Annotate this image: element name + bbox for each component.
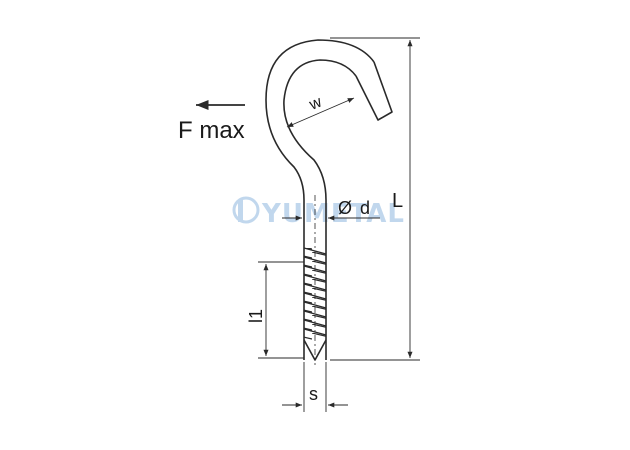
diameter-label: d: [360, 198, 370, 218]
diameter-symbol: Ø: [338, 198, 352, 218]
thread-size-dimension: [282, 362, 348, 412]
force-label: F max: [178, 117, 245, 144]
thread-length-dimension: [258, 261, 304, 359]
watermark-text: YUMETAL: [261, 199, 405, 229]
thread-length-label: l1: [246, 309, 266, 323]
opening-dimension: [286, 97, 355, 128]
thread-size-label: s: [309, 384, 318, 404]
hook-tip: [355, 61, 393, 121]
length-label: L: [392, 190, 403, 212]
length-dimension: [330, 37, 420, 361]
hook-outline-inner: [283, 59, 357, 360]
hook-outline-outer: [265, 39, 375, 360]
screw-hook: [265, 39, 393, 361]
watermark-logo: YUMETAL: [232, 196, 405, 229]
opening-label: w: [306, 93, 324, 114]
